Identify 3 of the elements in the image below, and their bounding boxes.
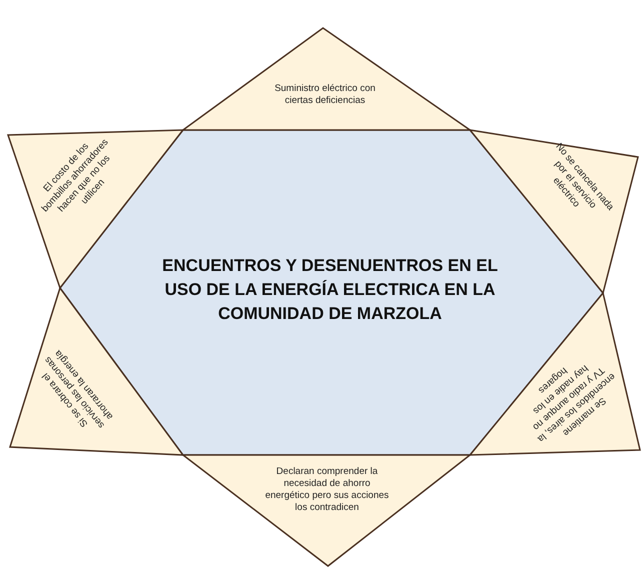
panel-text: Declaran comprender la necesidad de ahorro energético pero sus acciones los contradicen: [264, 466, 390, 514]
central-title: ENCUENTROS Y DESENUENTROS EN EL USO DE LA ENERGÍA ELECTRICA EN LA COMUNIDAD DE MARZOLA: [161, 255, 499, 325]
panel-text: Suministro eléctrico con ciertas deficiencias: [274, 83, 376, 107]
